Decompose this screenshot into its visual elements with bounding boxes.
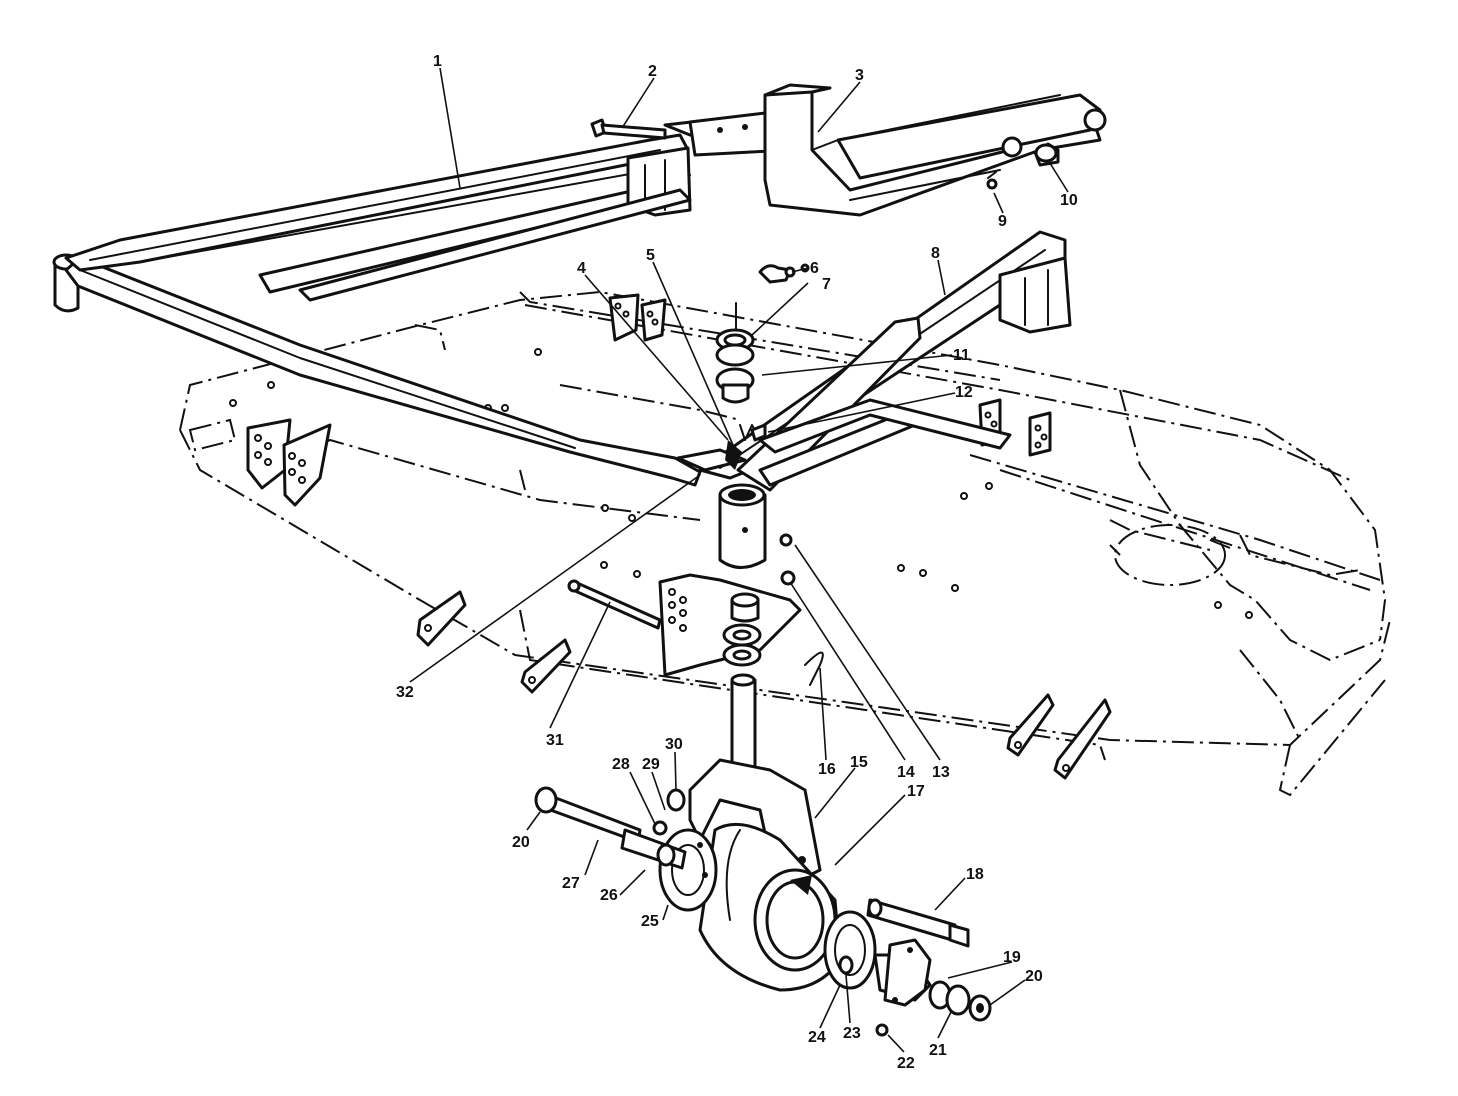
callout-32: 32: [396, 684, 414, 701]
callout-9: 9: [998, 213, 1007, 230]
callout-12: 12: [955, 384, 973, 401]
axle: [534, 786, 687, 870]
callout-2: 2: [648, 63, 657, 80]
callout-labels: 1 2 3 4 5 6 7 8 9 10 11 12 13 14 15 16 1…: [396, 53, 1078, 1072]
callout-27: 27: [562, 875, 580, 892]
callout-20-right: 20: [1025, 968, 1043, 985]
callout-28: 28: [612, 756, 630, 773]
callout-5: 5: [646, 247, 655, 264]
hairpin-16: [804, 651, 824, 686]
callout-20-left: 20: [512, 834, 530, 851]
callout-6: 6: [810, 260, 819, 277]
deck-hitch-plates: [246, 293, 1112, 780]
callout-26: 26: [600, 887, 618, 904]
spacer-stack: [722, 592, 762, 667]
callout-21: 21: [929, 1042, 947, 1059]
leader-lines: [409, 67, 1069, 1053]
callout-18: 18: [966, 866, 984, 883]
callout-14: 14: [897, 764, 915, 781]
callout-13: 13: [932, 764, 950, 781]
callout-8: 8: [931, 245, 940, 262]
mower-deck: [179, 290, 1391, 797]
callout-7: 7: [822, 276, 831, 293]
callout-19: 19: [1003, 949, 1021, 966]
pin-31: [567, 579, 662, 630]
caster-bracket: [658, 573, 802, 677]
callout-31: 31: [546, 732, 564, 749]
callout-15: 15: [850, 754, 868, 771]
callout-30: 30: [665, 736, 683, 753]
a-frame: [52, 133, 1072, 492]
hub-right: [823, 910, 992, 1037]
callout-10: 10: [1060, 192, 1078, 209]
caster-tube: [718, 483, 796, 586]
callout-23: 23: [843, 1025, 861, 1042]
callout-4: 4: [577, 260, 586, 277]
callout-16: 16: [818, 761, 836, 778]
hitch-bar: [663, 83, 1107, 217]
bolt-18: [866, 898, 970, 948]
callout-22: 22: [897, 1055, 915, 1072]
callout-29: 29: [642, 756, 660, 773]
callout-24: 24: [808, 1029, 826, 1046]
caster-wheel: [658, 822, 842, 992]
spindle-stack: [715, 302, 767, 470]
small-parts: [758, 171, 998, 284]
bolt-2: [590, 118, 667, 140]
callout-1: 1: [433, 53, 442, 70]
callout-25: 25: [641, 913, 659, 930]
callout-17: 17: [907, 783, 925, 800]
callout-11: 11: [953, 347, 970, 364]
callout-3: 3: [855, 67, 864, 84]
